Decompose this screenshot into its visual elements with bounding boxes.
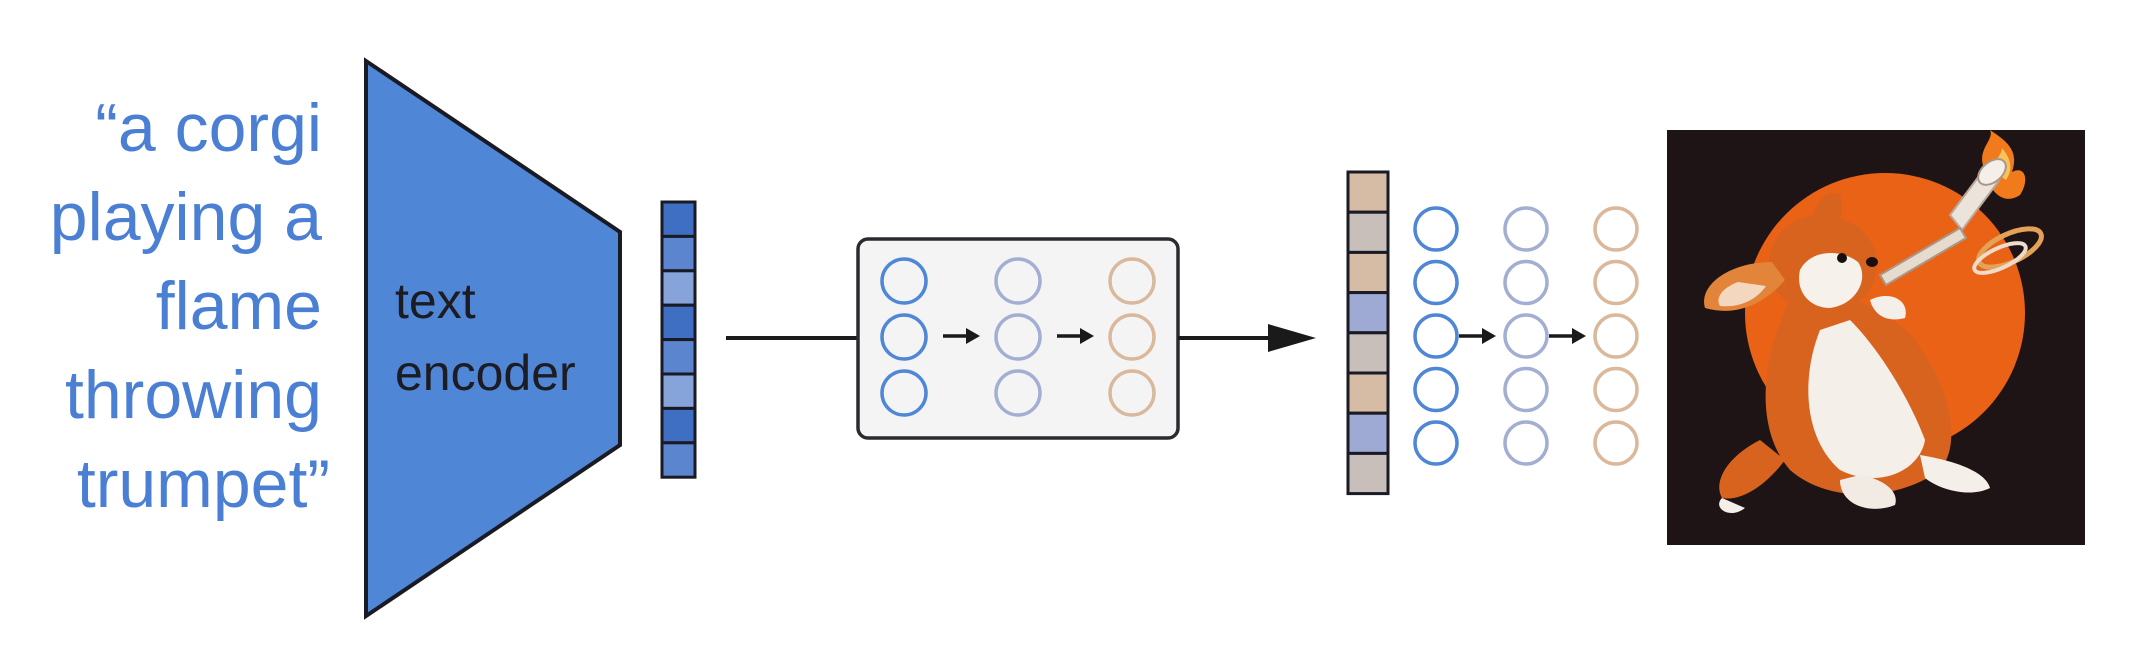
encoder-label-line: text: [395, 273, 476, 329]
prior-neuron: [994, 313, 1042, 361]
corgi-trumpet-illustration-icon: [1704, 130, 2044, 514]
image-embedding-cell: [1346, 331, 1390, 375]
prior-neuron: [880, 257, 928, 305]
prior-neuron: [880, 369, 928, 417]
text-embedding-vector: [660, 200, 697, 479]
decoder-neuron: [1593, 259, 1639, 306]
decoder-neuron: [1503, 206, 1549, 252]
decoder-neuron: [1413, 259, 1459, 306]
prompt-line: flame: [156, 268, 322, 344]
text-embedding-cell: [660, 303, 697, 342]
prompt-caption: “a corgi playing a flame throwing trumpe…: [50, 90, 330, 522]
decoder-neuron: [1413, 420, 1459, 466]
prior-network-box: [856, 237, 1180, 440]
arrowhead-icon: [1482, 328, 1496, 344]
text-encoder-trapezoid: [364, 57, 622, 620]
arrowhead-icon: [1080, 328, 1094, 344]
image-embedding-vector: [1346, 170, 1390, 496]
arrowhead-icon: [1268, 324, 1316, 352]
decoder-neuron: [1503, 420, 1549, 466]
image-embedding-cell: [1346, 451, 1390, 496]
arrowhead-icon: [1572, 328, 1586, 344]
prompt-line: trumpet”: [77, 446, 330, 522]
prior-neuron: [1108, 313, 1156, 361]
image-embedding-cell: [1346, 210, 1390, 254]
text-embedding-cell: [660, 372, 697, 410]
prior-neuron: [1108, 257, 1156, 305]
image-embedding-cell: [1346, 291, 1390, 335]
decoder-neuron: [1593, 313, 1639, 359]
prior-neuron: [880, 313, 928, 361]
decoder-network-nodes: [1413, 206, 1639, 466]
text-embedding-cell: [660, 441, 697, 479]
decoder-neuron: [1593, 420, 1639, 466]
text-embedding-cell: [660, 234, 697, 273]
text-encoder-block: text encoder: [364, 57, 622, 620]
prior-network: [856, 237, 1180, 440]
decoder-neuron: [1593, 206, 1639, 252]
image-embedding-cell: [1346, 411, 1390, 455]
prompt-line: throwing: [65, 357, 322, 433]
text-embedding-cell: [660, 200, 697, 238]
decoder-neuron: [1503, 313, 1549, 359]
encoder-label-line: encoder: [395, 345, 576, 401]
text-embedding-cell: [660, 406, 697, 445]
text-embedding-cell: [660, 338, 697, 376]
arrowhead-icon: [966, 328, 980, 344]
decoder-neuron: [1503, 366, 1549, 413]
decoder-neuron: [1413, 313, 1459, 359]
decoder-neuron: [1413, 366, 1459, 413]
image-embedding-cell: [1346, 170, 1390, 214]
prompt-line: playing a: [50, 179, 322, 255]
output-image: [1667, 130, 2085, 545]
image-embedding-cell: [1346, 250, 1390, 295]
decoder-neuron: [1503, 259, 1549, 306]
decoder-network: [1413, 206, 1639, 466]
image-embedding-cell: [1346, 371, 1390, 415]
prior-neuron: [994, 369, 1042, 417]
decoder-neuron: [1413, 206, 1459, 252]
prompt-line: “a corgi: [95, 90, 322, 166]
prior-network-nodes: [880, 257, 1156, 417]
decoder-neuron: [1593, 366, 1639, 413]
prior-neuron: [994, 257, 1042, 305]
prior-neuron: [1108, 369, 1156, 417]
text-embedding-cell: [660, 269, 697, 307]
